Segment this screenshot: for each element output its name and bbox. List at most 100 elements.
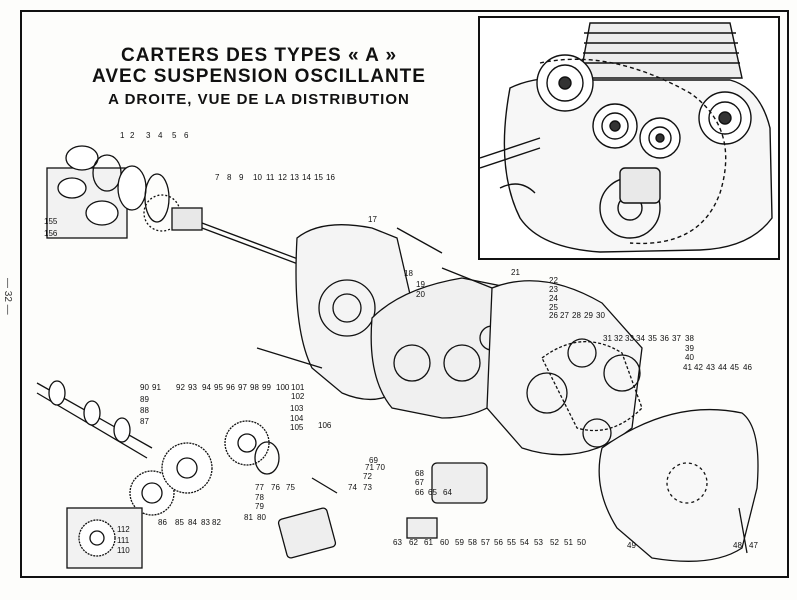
callout-104: 104 (290, 414, 304, 423)
callout-56: 56 (494, 538, 503, 547)
callout-90: 90 (140, 383, 149, 392)
callout-36: 36 (660, 334, 669, 343)
callout-10: 10 (253, 173, 262, 182)
callout-21: 21 (511, 268, 520, 277)
callout-50: 50 (577, 538, 586, 547)
callout-83: 83 (201, 518, 210, 527)
callout-110: 110 (117, 546, 130, 555)
callout-35: 35 (648, 334, 657, 343)
callout-156: 156 (44, 229, 58, 238)
callout-53: 53 (534, 538, 543, 547)
callout-25: 25 (549, 303, 558, 312)
callout-105: 105 (290, 423, 304, 432)
exploded-view-drawing (36, 145, 759, 569)
callout-112: 112 (117, 525, 130, 534)
callout-60: 60 (440, 538, 449, 547)
callout-49: 49 (627, 541, 636, 550)
callout-55: 55 (507, 538, 516, 547)
callout-74: 74 (348, 483, 357, 492)
callout-30: 30 (596, 311, 605, 320)
callout-12: 12 (278, 173, 287, 182)
callout-79: 79 (255, 502, 264, 511)
callout-54: 54 (520, 538, 529, 547)
callout-16: 16 (326, 173, 335, 182)
callout-33: 33 (625, 334, 634, 343)
callout-58: 58 (468, 538, 477, 547)
callout-26: 26 (549, 311, 558, 320)
callout-100: 100 (276, 383, 290, 392)
callout-24: 24 (549, 294, 558, 303)
callout-67: 67 (415, 478, 424, 487)
callout-22: 22 (549, 276, 558, 285)
callout-8: 8 (227, 173, 232, 182)
callout-64: 64 (443, 488, 452, 497)
callout-81: 81 (244, 513, 253, 522)
callout-6: 6 (184, 131, 189, 140)
callout-19: 19 (416, 280, 425, 289)
callout-70: 70 (376, 463, 385, 472)
callout-13: 13 (290, 173, 299, 182)
callout-82: 82 (212, 518, 221, 527)
callout-42: 42 (694, 363, 703, 372)
callout-98: 98 (250, 383, 259, 392)
callout-106: 106 (318, 421, 332, 430)
callout-72: 72 (363, 472, 372, 481)
callout-52: 52 (550, 538, 559, 547)
callout-77: 77 (255, 483, 264, 492)
callout-18: 18 (404, 269, 413, 278)
callout-32: 32 (614, 334, 623, 343)
callout-57: 57 (481, 538, 490, 547)
callout-87: 87 (140, 417, 149, 426)
callout-92: 92 (176, 383, 185, 392)
callout-43: 43 (706, 363, 715, 372)
callout-80: 80 (257, 513, 266, 522)
callout-97: 97 (238, 383, 247, 392)
callout-40: 40 (685, 353, 694, 362)
callout-95: 95 (214, 383, 223, 392)
callout-44: 44 (718, 363, 727, 372)
inset-engine-view (478, 16, 780, 260)
callout-93: 93 (188, 383, 197, 392)
diagram-title: CARTERS DES TYPES « A » AVEC SUSPENSION … (64, 45, 454, 111)
callout-39: 39 (685, 344, 694, 353)
callout-46: 46 (743, 363, 752, 372)
callout-102: 102 (291, 392, 305, 401)
callout-29: 29 (584, 311, 593, 320)
callout-20: 20 (416, 290, 425, 299)
callout-4: 4 (158, 131, 163, 140)
callout-101: 101 (291, 383, 305, 392)
bearing-detail-box (46, 167, 128, 239)
callout-65: 65 (428, 488, 437, 497)
callout-23: 23 (549, 285, 558, 294)
callout-38: 38 (685, 334, 694, 343)
callout-17: 17 (368, 215, 377, 224)
callout-45: 45 (730, 363, 739, 372)
callout-2: 2 (130, 131, 135, 140)
callout-71: 71 (365, 463, 374, 472)
callout-41: 41 (683, 363, 692, 372)
callout-78: 78 (255, 493, 264, 502)
callout-69: 69 (369, 456, 378, 465)
callout-51: 51 (564, 538, 573, 547)
callout-7: 7 (215, 173, 220, 182)
callout-1: 1 (120, 131, 125, 140)
callout-62: 62 (409, 538, 418, 547)
title-line-1: CARTERS DES TYPES « A » (120, 45, 398, 66)
callout-103: 103 (290, 404, 304, 413)
callout-155: 155 (44, 217, 58, 226)
callout-91: 91 (152, 383, 161, 392)
callout-14: 14 (302, 173, 311, 182)
callout-59: 59 (455, 538, 464, 547)
callout-88: 88 (140, 406, 149, 415)
callout-85: 85 (175, 518, 184, 527)
page-number: — 32 — (2, 278, 13, 315)
title-line-3: A DROITE, VUE DE LA DISTRIBUTION (108, 91, 410, 108)
page-frame (20, 10, 789, 578)
callout-9: 9 (239, 173, 244, 182)
callout-5: 5 (172, 131, 177, 140)
callout-73: 73 (363, 483, 372, 492)
callout-75: 75 (286, 483, 295, 492)
callout-76: 76 (271, 483, 280, 492)
